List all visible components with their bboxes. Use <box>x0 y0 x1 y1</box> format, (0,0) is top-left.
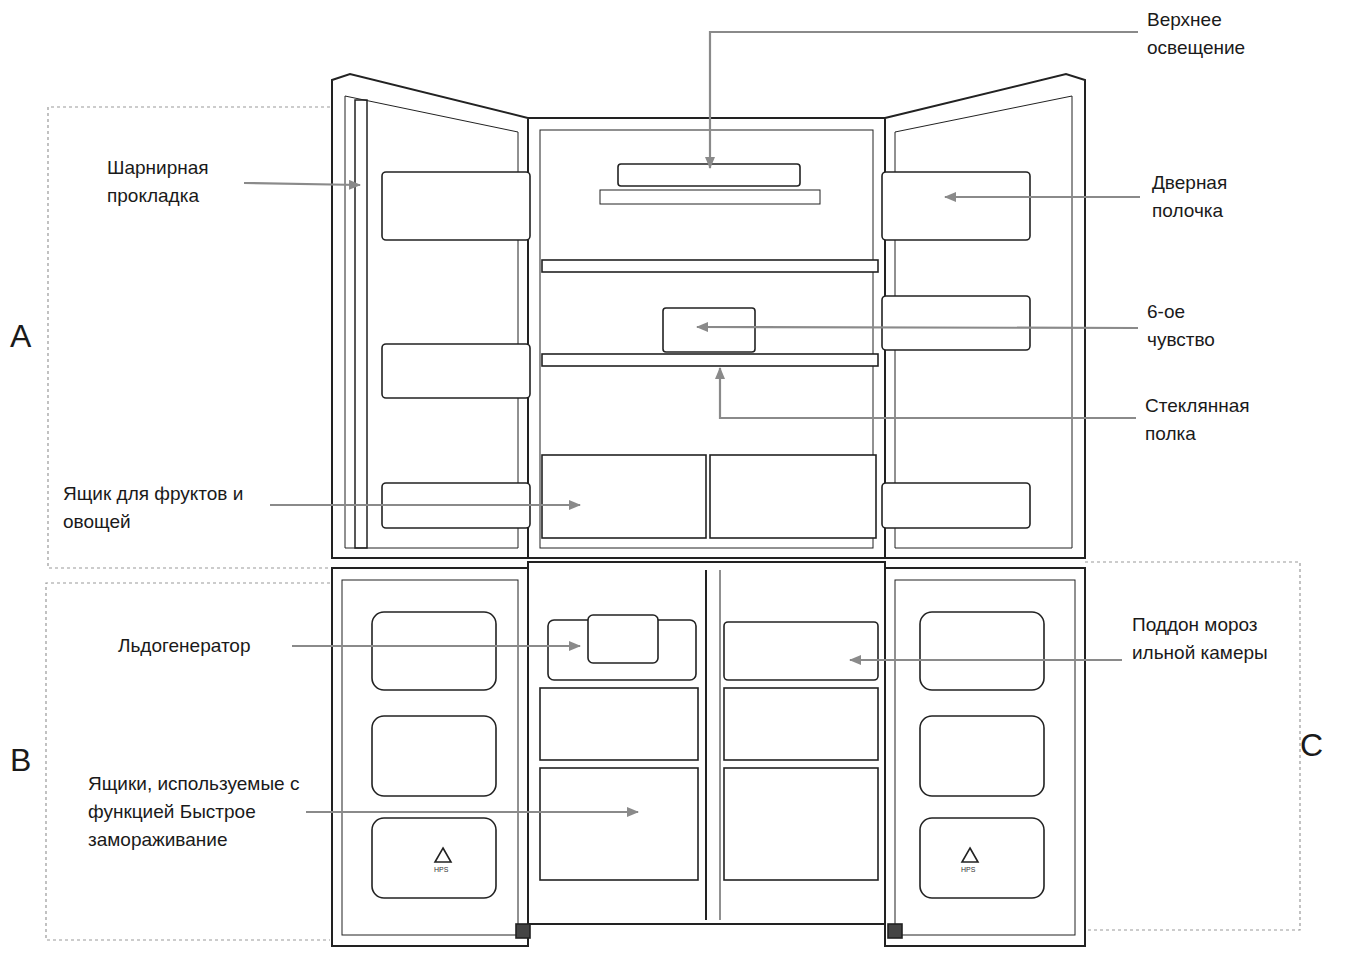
leader-arrow <box>244 183 360 185</box>
fridge-parts <box>382 172 530 240</box>
fridge-body <box>342 580 518 935</box>
part-label: Поддон морозильной камеры <box>1132 611 1268 667</box>
fridge-parts <box>542 455 706 538</box>
fridge-parts <box>600 190 820 204</box>
material-mark: HPS <box>434 866 454 874</box>
leader-arrow <box>945 196 1140 198</box>
fridge-parts <box>542 260 878 272</box>
leader-arrow <box>244 32 1140 812</box>
part-label: Верхнее освещение <box>1147 6 1287 62</box>
fridge-parts <box>882 172 1030 240</box>
fridge-parts <box>372 716 496 796</box>
section-bracket <box>48 107 330 568</box>
section-letter: C <box>1300 727 1340 763</box>
fridge-parts <box>724 622 878 680</box>
fridge-parts <box>382 344 530 398</box>
fridge-parts <box>888 924 902 938</box>
fridge-body <box>332 74 1085 946</box>
fridge-parts <box>882 296 1030 350</box>
part-label: Льдогенератор <box>118 632 290 660</box>
leader-arrow <box>850 659 1122 661</box>
leader-arrow <box>292 645 580 647</box>
part-label: Шарнирная прокладка <box>107 154 242 210</box>
section-letter: A <box>10 318 50 354</box>
fridge-parts <box>540 688 698 760</box>
section-bracket <box>46 107 1300 940</box>
fridge-body <box>332 568 528 946</box>
leader-arrow <box>710 32 1138 168</box>
fridge-parts <box>372 164 1044 938</box>
fridge-body <box>528 562 885 924</box>
fridge-parts <box>724 768 878 880</box>
fridge-parts <box>663 308 755 352</box>
fridge-parts <box>372 612 496 690</box>
section-bracket <box>46 583 330 940</box>
fridge-parts <box>920 818 1044 898</box>
part-label: Стеклянная полка <box>1145 392 1305 448</box>
leader-arrow <box>697 327 1138 328</box>
fridge-parts <box>962 848 978 862</box>
fridge-parts <box>920 612 1044 690</box>
leader-arrow <box>720 368 1136 418</box>
part-label: 6-ое чувство <box>1147 298 1257 354</box>
part-label: Ящик для фруктов и овощей <box>63 480 268 536</box>
fridge-body <box>885 568 1085 946</box>
fridge-parts <box>540 768 698 880</box>
fridge-body <box>720 570 721 920</box>
fridge-body <box>345 96 518 548</box>
fridge-parts <box>372 818 496 898</box>
fridge-parts <box>542 354 878 366</box>
fridge-parts <box>588 615 658 663</box>
section-bracket <box>1085 562 1300 930</box>
fridge-parts <box>435 848 451 862</box>
fridge-body <box>355 100 367 548</box>
leader-arrow <box>306 811 638 813</box>
fridge-body <box>528 118 885 558</box>
fridge-body <box>895 580 1075 935</box>
leader-arrow <box>270 504 580 506</box>
fridge-parts <box>920 716 1044 796</box>
fridge-parts <box>516 924 530 938</box>
fridge-parts <box>724 688 878 760</box>
part-label: Дверная полочка <box>1152 169 1282 225</box>
section-letter: B <box>10 742 50 778</box>
part-label: Ящики, используемые с функцией Быстрое з… <box>88 770 303 854</box>
fridge-parts <box>882 483 1030 528</box>
fridge-parts <box>710 455 876 538</box>
fridge-body <box>705 570 707 920</box>
material-mark: HPS <box>961 866 981 874</box>
